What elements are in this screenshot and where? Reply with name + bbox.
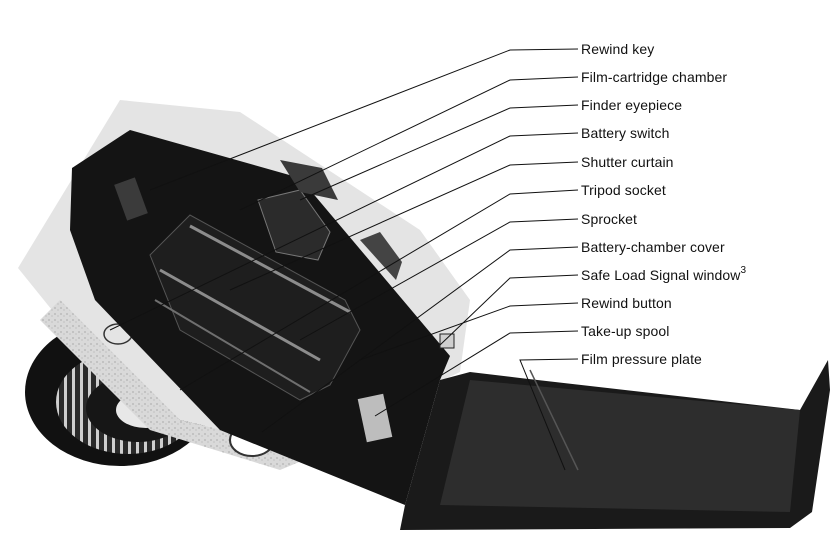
label-rewind-key: Rewind key — [581, 41, 655, 57]
label-rewind-button: Rewind button — [581, 295, 672, 311]
label-film-cartridge-chamber: Film-cartridge chamber — [581, 69, 728, 85]
camera-body-interior — [70, 130, 455, 505]
label-sprocket: Sprocket — [581, 211, 638, 227]
label-take-up-spool: Take-up spool — [581, 323, 670, 339]
leader-lines — [109, 48, 579, 471]
footnote-marker: 3 — [740, 265, 747, 277]
label-safe-load-signal-window: Safe Load Signal window3 — [581, 265, 747, 283]
back-door — [400, 360, 830, 530]
label-finder-eyepiece: Finder eyepiece — [581, 97, 683, 113]
label-shutter-curtain: Shutter curtain — [581, 154, 674, 170]
label-tripod-socket: Tripod socket — [581, 182, 666, 198]
label-safe-load-signal-window-text: Safe Load Signal window — [581, 267, 741, 283]
label-battery-chamber-cover: Battery-chamber cover — [581, 239, 725, 255]
label-battery-switch: Battery switch — [581, 125, 670, 141]
label-film-pressure-plate: Film pressure plate — [581, 351, 702, 367]
